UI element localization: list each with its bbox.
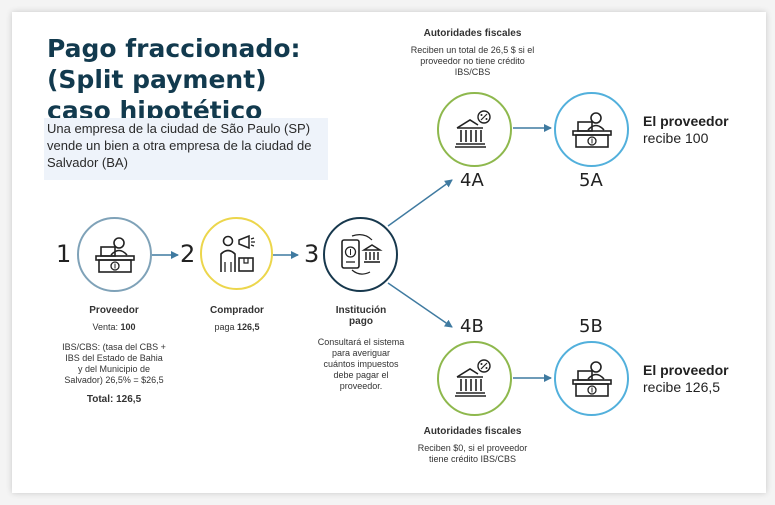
arrow-3-to-4a [387,179,453,227]
cashier-icon [571,111,612,148]
buyer-circle [200,217,273,290]
step-1-label: Proveedor Venta: 100 IBS/CBS: (tasa del … [62,305,166,405]
step-4a-note: Reciben un total de 26,5 $ si el proveed… [410,45,535,77]
step-5a-label: El proveedor recibe 100 [643,113,729,147]
receiver-5b-circle [554,341,629,416]
intro-text: Una empresa de la ciudad de São Paulo (S… [47,121,312,170]
step-4a-number: 4A [460,170,484,191]
step-5b-receives: recibe 126,5 [643,379,721,395]
cashier-icon [571,360,612,397]
step-1-tax-note: IBS/CBS: (tasa del CBS + IBS del Estado … [62,342,166,385]
step-4b-label: Autoridades fiscales Reciben $0, si el p… [410,426,535,465]
step-3-name-line-2: pago [349,316,373,327]
tax-authority-4b-circle [437,341,512,416]
step-3-label: Institución pago Consultará el sistema p… [316,305,406,392]
title-line-1: Pago fraccionado: [47,34,301,63]
step-2-pay-label: paga [214,322,235,332]
step-5a-receives: recibe 100 [643,130,709,146]
step-3-name-line-1: Institución [335,305,387,316]
step-1-sale: Venta: 100 [62,322,166,333]
step-1-sale-label: Venta: [92,322,118,332]
payment-institution-circle [323,217,398,292]
step-2-number: 2 [180,240,196,268]
step-3-number: 3 [304,240,320,268]
step-1-name: Proveedor [89,305,139,316]
title-line-2: (Split payment) [47,65,267,94]
step-2-pay: paga 126,5 [192,322,282,333]
receiver-5a-circle [554,92,629,167]
step-5b-name: El proveedor [643,362,729,378]
step-1-sale-value: 100 [120,322,136,332]
bank-percent-icon [454,109,491,148]
tax-authority-4a-circle [437,92,512,167]
step-5a-number: 5A [579,170,603,191]
cashier-icon [94,236,135,273]
step-2-name: Comprador [210,305,264,316]
phone-bank-icon [340,233,383,275]
step-4b-name: Autoridades fiscales [423,426,522,437]
buyer-megaphone-icon [219,234,255,272]
step-5b-label: El proveedor recibe 126,5 [643,362,729,396]
intro-box: Una empresa de la ciudad de São Paulo (S… [44,118,328,180]
step-4b-note: Reciben $0, si el proveedor tiene crédit… [417,443,528,464]
step-3-note: Consultará el sistema para averiguar cuá… [317,337,405,391]
step-2-label: Comprador paga 126,5 [192,305,282,333]
step-1-number: 1 [56,240,72,268]
step-5a-name: El proveedor [643,113,729,129]
supplier-circle [77,217,152,292]
arrow-3-to-4b [387,282,453,328]
bank-percent-icon [454,358,491,397]
step-4a-name: Autoridades fiscales [423,28,522,39]
step-5b-number: 5B [579,316,603,337]
step-2-pay-value: 126,5 [237,322,260,332]
step-4a-label: Autoridades fiscales Reciben un total de… [405,28,540,78]
step-4b-number: 4B [460,316,484,337]
step-1-total: Total: 126,5 [86,394,142,405]
